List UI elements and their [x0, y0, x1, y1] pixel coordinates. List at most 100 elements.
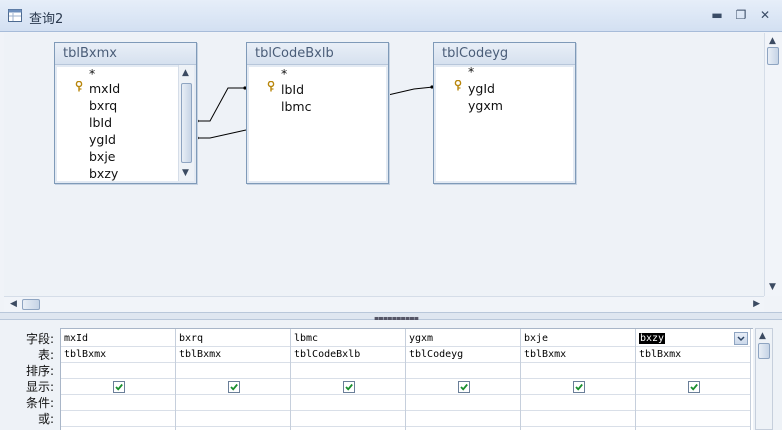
field-value: lbmc — [294, 333, 319, 344]
row-label-criteria: 条件: — [25, 396, 54, 410]
scroll-left-icon[interactable]: ◀ — [10, 299, 17, 309]
field-cell[interactable]: mxId — [61, 331, 175, 347]
table-title[interactable]: tblCodeyg — [434, 43, 575, 65]
title-bar: 查询2 ▬ ❐ ✕ — [0, 0, 782, 32]
or-cell[interactable] — [61, 411, 175, 427]
field-item[interactable]: ygxm — [468, 98, 503, 113]
pane-splitter[interactable]: ▪▪▪▪▪▪▪▪▪▪ — [0, 312, 782, 323]
table-tblcodeyg[interactable]: tblCodeyg * ygId ygxm — [433, 42, 576, 184]
field-cell[interactable]: bxrq — [176, 331, 290, 347]
scroll-down-icon[interactable]: ▼ — [182, 168, 189, 178]
table-tblbxmx[interactable]: tblBxmx * mxId bxrq lbId ygId bxje bxzy … — [54, 42, 197, 184]
grid-vertical-scrollbar[interactable]: ▲ — [755, 328, 773, 430]
field-value: ygxm — [409, 333, 434, 344]
sort-cell[interactable] — [636, 363, 750, 379]
or-cell[interactable] — [176, 411, 290, 427]
or-cell[interactable] — [406, 411, 520, 427]
checkbox-checked-icon[interactable] — [343, 381, 355, 393]
field-item[interactable]: bxrq — [89, 98, 118, 113]
criteria-cell[interactable] — [521, 395, 635, 411]
field-cell[interactable]: bxzy — [636, 331, 750, 347]
sort-cell[interactable] — [521, 363, 635, 379]
scroll-up-icon[interactable]: ▲ — [759, 331, 766, 341]
grid-column: bxzy tblBxmx — [636, 329, 751, 430]
row-label-show: 显示: — [25, 380, 54, 394]
field-item[interactable]: bxzy — [89, 166, 119, 181]
field-item[interactable]: * — [281, 66, 288, 81]
grid-column: ygxm tblCodeyg — [406, 329, 521, 430]
show-cell[interactable] — [406, 379, 520, 395]
sort-cell[interactable] — [176, 363, 290, 379]
minimize-button[interactable]: ▬ — [711, 8, 723, 22]
field-item[interactable]: * — [89, 66, 96, 81]
scroll-thumb[interactable] — [758, 343, 770, 359]
field-list — [434, 65, 575, 183]
sort-cell[interactable] — [291, 363, 405, 379]
table-title[interactable]: tblBxmx — [55, 43, 196, 65]
table-cell[interactable]: tblCodeyg — [406, 347, 520, 363]
scroll-thumb[interactable] — [767, 47, 779, 65]
checkbox-checked-icon[interactable] — [458, 381, 470, 393]
upper-horizontal-scrollbar[interactable]: ◀ ▶ — [4, 296, 764, 312]
field-cell[interactable]: ygxm — [406, 331, 520, 347]
field-item[interactable]: * — [468, 64, 475, 79]
query-design-area[interactable]: tblBxmx * mxId bxrq lbId ygId bxje bxzy … — [4, 33, 764, 296]
criteria-cell[interactable] — [291, 395, 405, 411]
sort-cell[interactable] — [406, 363, 520, 379]
sort-cell[interactable] — [61, 363, 175, 379]
field-cell[interactable]: bxje — [521, 331, 635, 347]
criteria-cell[interactable] — [406, 395, 520, 411]
field-item[interactable]: bxje — [89, 149, 116, 164]
scroll-up-icon[interactable]: ▲ — [182, 68, 189, 78]
checkbox-checked-icon[interactable] — [228, 381, 240, 393]
show-cell[interactable] — [61, 379, 175, 395]
row-label-field: 字段: — [25, 332, 54, 346]
upper-vertical-scrollbar[interactable]: ▲ ▼ — [764, 33, 782, 296]
field-cell[interactable]: lbmc — [291, 331, 405, 347]
or-cell[interactable] — [291, 411, 405, 427]
table-cell[interactable]: tblBxmx — [61, 347, 175, 363]
checkbox-checked-icon[interactable] — [113, 381, 125, 393]
table-cell[interactable]: tblCodeBxlb — [291, 347, 405, 363]
table-cell[interactable]: tblBxmx — [521, 347, 635, 363]
close-button[interactable]: ✕ — [759, 8, 771, 22]
field-item[interactable]: lbmc — [281, 99, 312, 114]
scroll-thumb[interactable] — [22, 299, 40, 310]
show-cell[interactable] — [521, 379, 635, 395]
criteria-cell[interactable] — [61, 395, 175, 411]
scroll-thumb[interactable] — [181, 83, 192, 163]
field-item[interactable]: lbId — [89, 115, 113, 130]
show-cell[interactable] — [176, 379, 290, 395]
scroll-up-icon[interactable]: ▲ — [769, 36, 776, 46]
field-value: bxzy — [639, 333, 666, 344]
show-cell[interactable] — [636, 379, 750, 395]
join-lines — [195, 85, 434, 140]
or-cell[interactable] — [521, 411, 635, 427]
field-item[interactable]: ygId — [468, 81, 495, 96]
field-list — [55, 65, 196, 183]
field-value: mxId — [64, 333, 89, 344]
or-cell[interactable] — [636, 411, 750, 427]
scroll-down-icon[interactable]: ▼ — [769, 282, 776, 292]
table-scrollbar[interactable]: ▲ ▼ — [178, 65, 194, 181]
table-cell[interactable]: tblBxmx — [636, 347, 750, 363]
field-item[interactable]: mxId — [89, 81, 121, 96]
checkbox-checked-icon[interactable] — [573, 381, 585, 393]
splitter-grip-icon[interactable]: ▪▪▪▪▪▪▪▪▪▪ — [374, 314, 419, 323]
field-value: bxje — [524, 333, 549, 344]
show-cell[interactable] — [291, 379, 405, 395]
criteria-cell[interactable] — [176, 395, 290, 411]
checkbox-checked-icon[interactable] — [688, 381, 700, 393]
restore-button[interactable]: ❐ — [735, 8, 747, 22]
field-item[interactable]: ygId — [89, 132, 116, 147]
field-item[interactable]: lbId — [281, 82, 305, 97]
dropdown-arrow-icon[interactable] — [734, 332, 748, 345]
criteria-cell[interactable] — [636, 395, 750, 411]
window-title: 查询2 — [29, 12, 64, 27]
table-tblcodebxlb[interactable]: tblCodeBxlb * lbId lbmc — [246, 42, 389, 184]
table-cell[interactable]: tblBxmx — [176, 347, 290, 363]
table-title[interactable]: tblCodeBxlb — [247, 43, 388, 65]
scroll-right-icon[interactable]: ▶ — [753, 299, 760, 309]
